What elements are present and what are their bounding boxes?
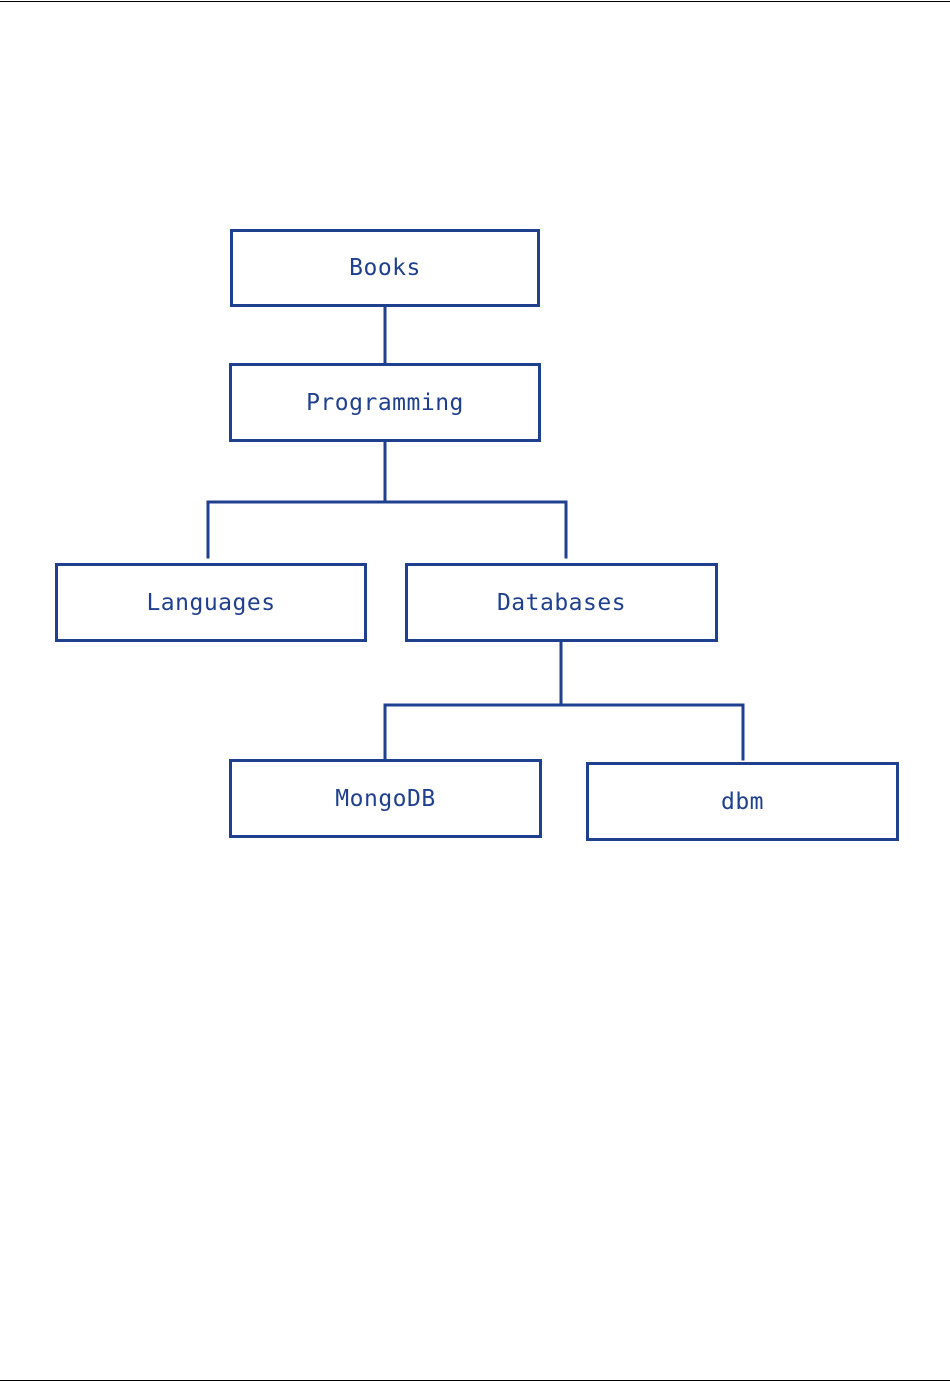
node-books: Books [230, 229, 540, 307]
edge-databases-children [385, 643, 743, 759]
node-databases-label: Databases [497, 590, 626, 616]
node-dbm: dbm [586, 762, 899, 841]
node-dbm-label: dbm [721, 789, 764, 815]
node-books-label: Books [349, 255, 421, 281]
node-languages: Languages [55, 563, 367, 642]
node-programming: Programming [229, 363, 541, 442]
node-programming-label: Programming [306, 390, 464, 416]
node-mongodb: MongoDB [229, 759, 542, 838]
node-mongodb-label: MongoDB [335, 786, 435, 812]
bottom-page-rule [0, 1380, 950, 1381]
node-languages-label: Languages [146, 590, 275, 616]
node-databases: Databases [405, 563, 718, 642]
edge-programming-children [208, 443, 566, 557]
